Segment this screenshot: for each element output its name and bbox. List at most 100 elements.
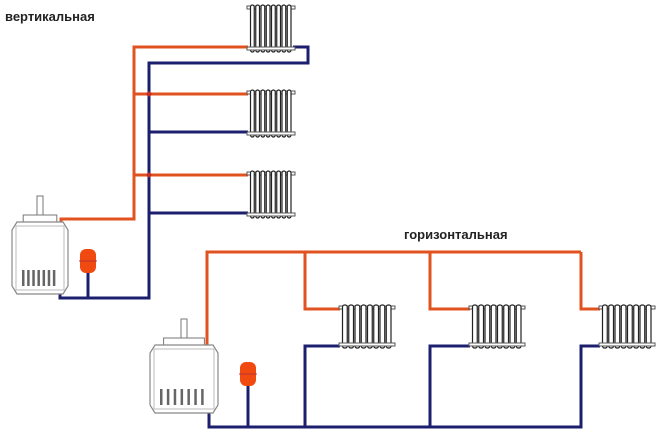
radiator-bottom-manifold [338,342,396,347]
boiler-vent-slot [37,270,40,286]
radiator-section [249,4,255,53]
radiator-icon [246,89,296,138]
radiator-section [276,89,282,138]
boiler-vent-slot [194,389,197,405]
supply-riser [59,45,248,225]
radiator-section [281,170,287,219]
radiator-section [260,89,266,138]
boiler-body [11,221,69,295]
radiator-section [260,4,266,53]
boiler-top-plate [22,214,58,223]
radiator-bottom-manifold [246,46,296,51]
return-main [207,344,600,429]
radiator-section [255,170,261,219]
radiator-icon [246,170,296,219]
supply-main [205,250,581,345]
radiator-section [633,304,640,349]
boiler-panel [153,348,215,410]
radiator-section [286,170,292,219]
radiator-section [509,304,516,349]
radiator-section [276,4,282,53]
boiler-vent-slot [47,270,51,286]
radiator-section [270,170,276,219]
radiator-section [276,170,282,219]
radiator-bottom-manifold [598,342,656,347]
radiator-section [608,304,615,349]
boiler-vent-slot [22,270,25,286]
radiator-section [645,304,652,349]
radiator-section [270,4,276,53]
radiator-section [255,89,261,138]
radiator-icon [246,4,296,53]
radiator-section [286,89,292,138]
radiator-bottom-manifold [468,342,526,347]
radiator-section [620,304,627,349]
boiler-vent-slot [166,389,170,405]
radiator-section [265,89,271,138]
radiator-section [265,170,271,219]
return-rise [428,344,470,427]
radiator-section [515,304,522,349]
radiator-section [614,304,621,349]
radiator-section [373,304,380,349]
boiler-vent-slot [173,389,177,405]
radiator-bottom-manifold [246,131,296,136]
boiler-vent-slot [160,389,163,405]
radiator-section [484,304,491,349]
radiator-section [639,304,646,349]
radiator-section [503,304,510,349]
radiator-section [255,4,261,53]
supply-drop [303,252,340,311]
radiator-section [260,170,266,219]
boiler-chimney [180,318,188,340]
radiator-section [490,304,497,349]
radiator-section [265,4,271,53]
supply-drop [428,252,470,311]
radiator-icon [338,304,396,349]
radiator-section [379,304,386,349]
radiator-section [286,4,292,53]
radiator-section [626,304,633,349]
radiator-section [366,304,373,349]
vertical-scheme-label: вертикальная [5,9,95,24]
radiator-section [270,89,276,138]
boiler-icon [149,318,219,414]
radiator-section [360,304,367,349]
boiler-panel [15,225,65,291]
boiler-top-plate [163,337,205,346]
return-riser [58,45,310,300]
radiator-section [601,304,608,349]
boiler-vent-slot [42,270,46,286]
radiator-section [249,89,255,138]
boiler-vent-slot [52,270,56,286]
pipe-junction [146,91,152,97]
radiator-icon [598,304,656,349]
boiler-icon [11,195,69,295]
expansion-tank-icon [239,362,257,386]
expansion-tank-icon [79,249,97,273]
radiator-section [281,4,287,53]
horizontal-scheme [205,250,600,429]
boiler-vent-slot [187,389,190,405]
pipe-junction [146,172,152,178]
radiator-section [341,304,348,349]
return-rise [303,344,340,427]
vertical-scheme [58,45,310,300]
radiator-section [354,304,361,349]
horizontal-scheme-label: горизонтальная [404,227,508,242]
boiler-vent-slot [180,389,184,405]
boiler-vent-slot [32,270,35,286]
radiator-section [249,170,255,219]
radiator-section [471,304,478,349]
radiator-icon [468,304,526,349]
boiler-chimney [36,195,44,217]
boiler-vent-slot [27,270,30,286]
radiator-section [496,304,503,349]
supply-drop [579,252,600,311]
radiator-section [385,304,392,349]
boiler-vent-slot [201,389,204,405]
radiator-section [281,89,287,138]
radiator-section [348,304,355,349]
